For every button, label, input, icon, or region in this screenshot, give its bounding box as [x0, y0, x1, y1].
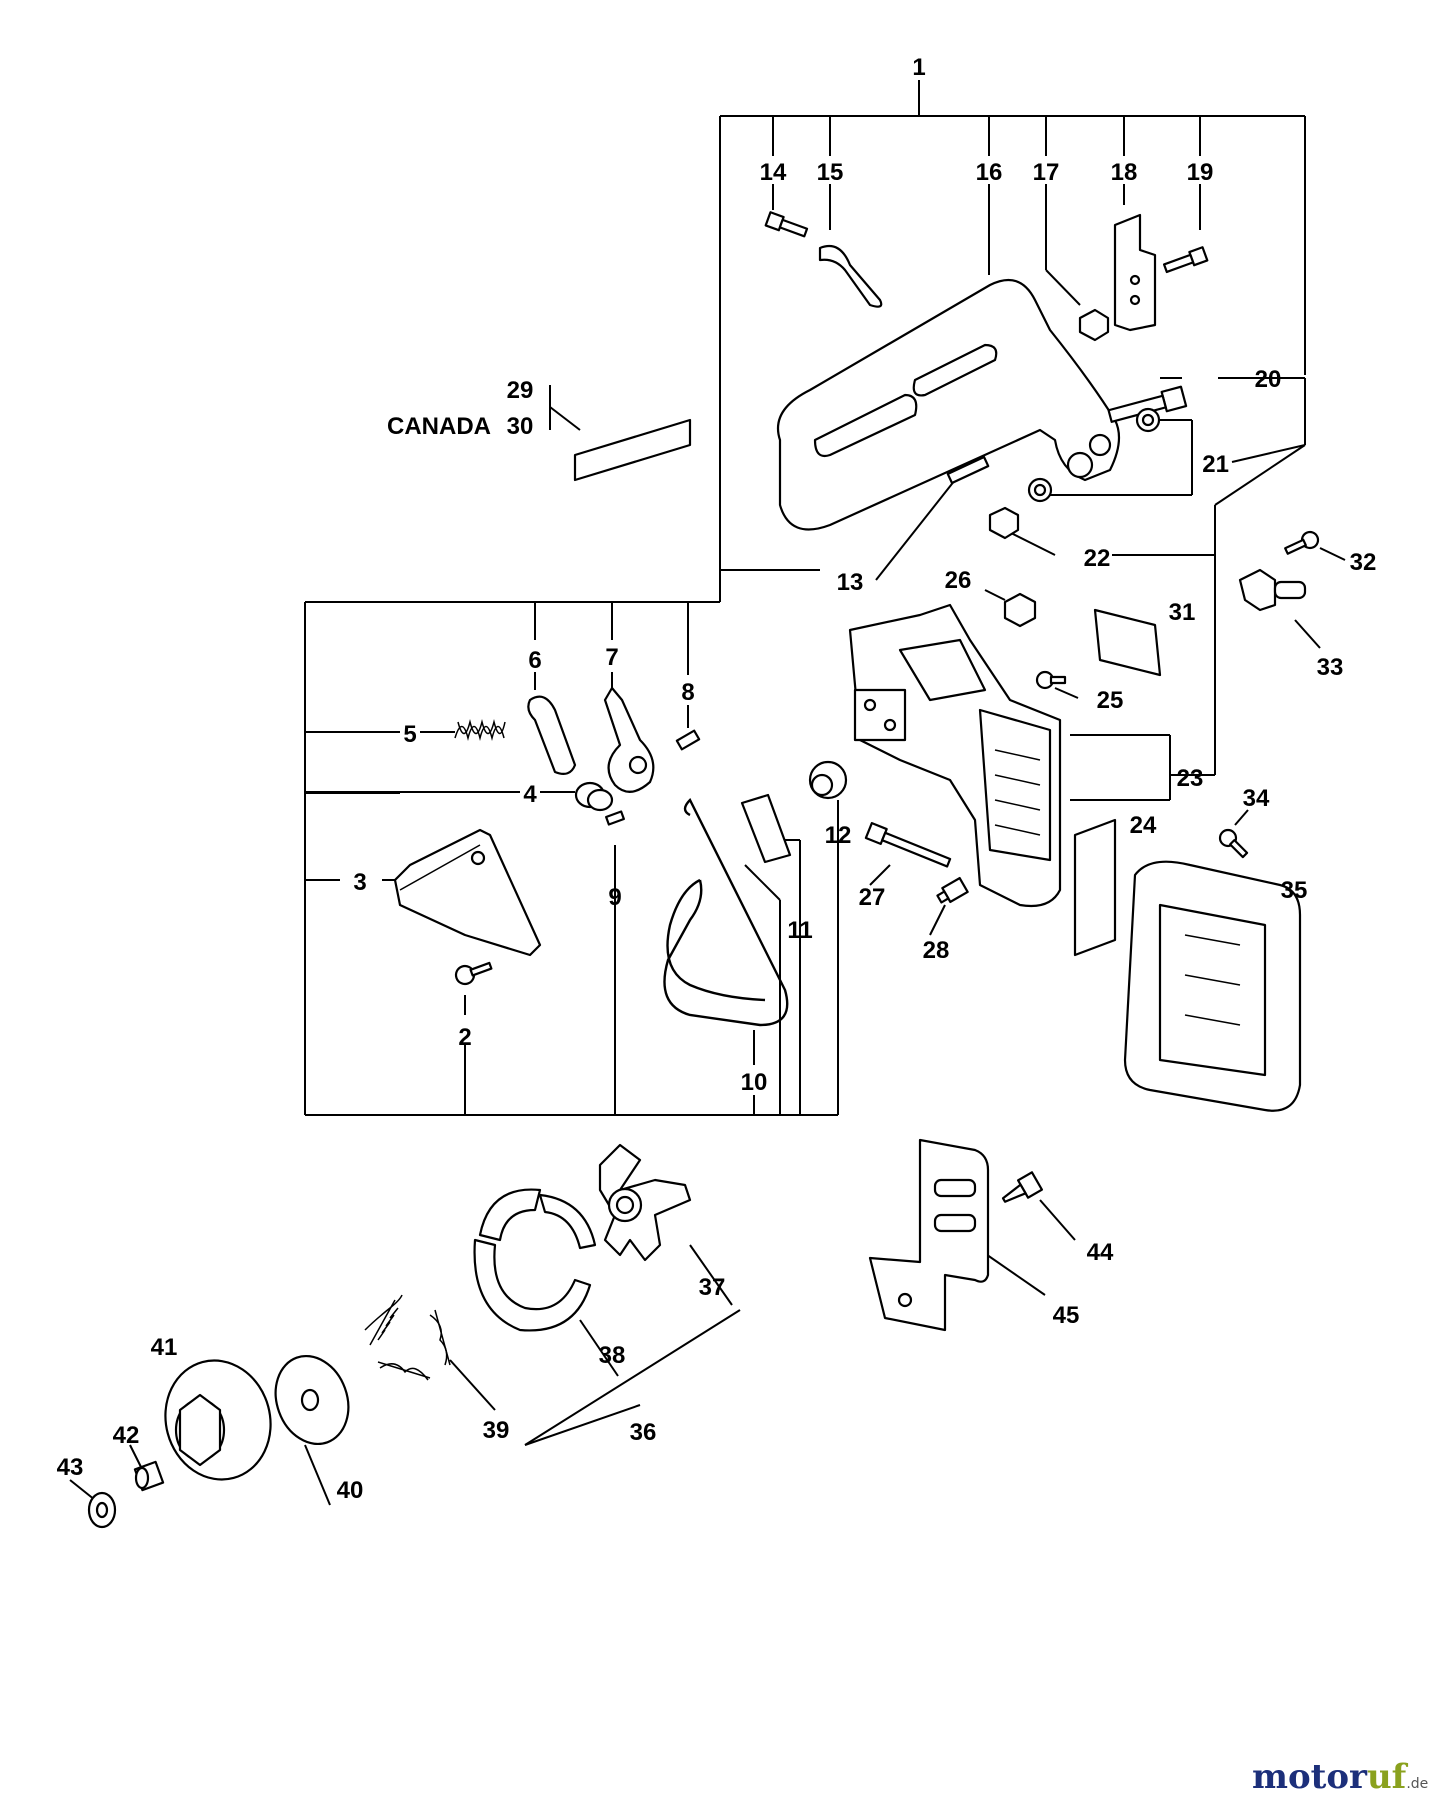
callout-28: 28 [923, 937, 950, 964]
callout-33: 33 [1317, 654, 1344, 681]
callout-43: 43 [57, 1454, 84, 1481]
bushing-12 [808, 760, 848, 800]
link-7 [603, 686, 655, 793]
pin-9 [605, 810, 625, 826]
pin-13 [946, 455, 990, 485]
callout-31: 31 [1169, 599, 1196, 626]
washer-40 [274, 1354, 350, 1446]
screw-32 [1284, 530, 1320, 555]
callout-42: 42 [113, 1422, 140, 1449]
clutch-part-37 [598, 1143, 692, 1262]
adjuster-28 [936, 876, 969, 904]
block-11 [740, 793, 792, 864]
callout-30: 30 [507, 413, 534, 440]
callout-19: 19 [1187, 159, 1214, 186]
watermark-part2: uf [1367, 1757, 1409, 1797]
screw-25 [1035, 670, 1067, 690]
callout-12: 12 [825, 822, 852, 849]
callout-40: 40 [337, 1477, 364, 1504]
spring-5 [454, 719, 506, 741]
callout-10: 10 [741, 1069, 768, 1096]
nut-26 [1003, 592, 1037, 628]
callout-21: 21 [1202, 451, 1229, 478]
bolt-20 [1107, 385, 1188, 423]
nut-17 [1078, 308, 1110, 342]
chain-brake-lever-16 [776, 278, 1121, 531]
callout-11: 11 [787, 917, 812, 944]
callout-41: 41 [151, 1334, 178, 1361]
callout-37: 37 [699, 1274, 726, 1301]
callout-7: 7 [605, 644, 618, 671]
bearing-42 [133, 1460, 165, 1492]
callout-36: 36 [630, 1419, 657, 1446]
callout-44: 44 [1087, 1239, 1114, 1266]
callout-9: 9 [608, 884, 621, 911]
watermark-part1: motor [1252, 1757, 1368, 1797]
spring-39a [364, 1294, 403, 1346]
leader-lines [69, 80, 1346, 1506]
clutch-shoes-38 [478, 1188, 542, 1242]
callout-16: 16 [976, 159, 1003, 186]
callout-4: 4 [523, 781, 537, 808]
callout-8: 8 [681, 679, 694, 706]
callout-1: 1 [912, 54, 925, 81]
callout-17: 17 [1033, 159, 1060, 186]
bolt-14 [764, 211, 809, 238]
lever-6 [527, 695, 577, 775]
callout-numbers: 1 14 15 16 17 18 19 20 21 22 13 29 CANAD… [57, 54, 1377, 1504]
screw-44 [1001, 1171, 1044, 1203]
bolt-27 [864, 821, 952, 868]
clutch-drum-41 [164, 1359, 272, 1481]
plate-3 [393, 828, 542, 957]
callout-5: 5 [403, 721, 416, 748]
callout-23: 23 [1177, 765, 1204, 792]
nut-22 [988, 506, 1020, 540]
plate-18 [1113, 213, 1157, 332]
callout-20: 20 [1255, 366, 1282, 393]
svg-text:motoruf.de: motoruf.de [1252, 1757, 1428, 1797]
label-24 [1073, 818, 1117, 957]
callout-3: 3 [353, 869, 366, 896]
screw-2 [454, 961, 493, 986]
callout-13: 13 [837, 569, 864, 596]
pin-8 [675, 729, 701, 751]
spring-39c [377, 1361, 431, 1381]
label-29-30 [573, 418, 692, 482]
callout-canada: CANADA [387, 413, 491, 440]
spring-clip-15 [818, 244, 883, 308]
parts [87, 211, 1320, 1529]
callout-32: 32 [1350, 549, 1377, 576]
label-31 [1093, 608, 1162, 677]
callout-25: 25 [1097, 687, 1124, 714]
callout-27: 27 [859, 884, 886, 911]
callout-34: 34 [1243, 785, 1270, 812]
bolt-19 [1162, 246, 1209, 274]
bushing-4 [574, 781, 614, 812]
callout-6: 6 [528, 647, 541, 674]
watermark-tld: .de [1406, 1776, 1428, 1792]
washer-43 [87, 1491, 117, 1529]
callout-45: 45 [1053, 1302, 1080, 1329]
callout-2: 2 [458, 1024, 471, 1051]
screw-34 [1218, 828, 1249, 859]
callout-18: 18 [1111, 159, 1138, 186]
callout-24: 24 [1130, 812, 1157, 839]
callout-15: 15 [817, 159, 844, 186]
bracket-33 [1238, 568, 1277, 612]
spring-39b [429, 1309, 451, 1366]
callout-14: 14 [760, 159, 787, 186]
watermark-logo: motoruf.de [1252, 1757, 1428, 1797]
callout-39: 39 [483, 1417, 510, 1444]
callout-38: 38 [599, 1342, 626, 1369]
callout-35: 35 [1281, 877, 1308, 904]
callout-29: 29 [507, 377, 534, 404]
callout-26: 26 [945, 567, 972, 594]
plate-45 [868, 1138, 990, 1332]
callout-22: 22 [1084, 545, 1111, 572]
brake-band-10 [663, 797, 789, 1027]
